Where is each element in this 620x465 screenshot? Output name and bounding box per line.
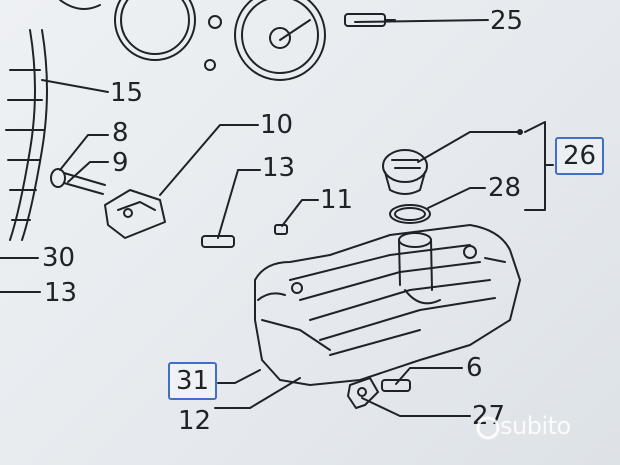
leader-8 xyxy=(59,134,109,171)
timing-chain xyxy=(5,29,48,241)
sprocket-top xyxy=(59,0,326,81)
leader-15 xyxy=(41,79,109,93)
callout-13-lower: 13 xyxy=(44,278,78,308)
callout-11: 11 xyxy=(320,185,354,215)
callout-8: 8 xyxy=(112,118,129,148)
bolt-8-9-shape xyxy=(50,168,106,195)
callout-30: 30 xyxy=(42,243,76,273)
watermark-text: subito xyxy=(500,412,571,440)
leader-13-upper xyxy=(217,169,261,239)
leader-11 xyxy=(281,199,319,227)
leader-12 xyxy=(214,377,301,409)
leader-26-top xyxy=(417,131,521,163)
filler-cap-26-shape xyxy=(382,149,428,195)
callout-13-upper: 13 xyxy=(262,153,296,183)
o-ring-28-shape xyxy=(389,204,431,224)
leader-26-dot xyxy=(517,129,523,135)
leader-25 xyxy=(354,19,489,23)
bracket-10-shape xyxy=(104,189,166,239)
bolt-6-shape xyxy=(381,379,411,392)
callout-10: 10 xyxy=(260,110,294,140)
leader-10 xyxy=(159,124,259,196)
callout-25: 25 xyxy=(490,6,524,36)
clamp-27-shape xyxy=(347,377,379,409)
bolt-25-shape xyxy=(344,13,396,27)
leader-31 xyxy=(217,369,261,384)
callout-6: 6 xyxy=(466,353,483,383)
leader-9 xyxy=(67,161,109,183)
leader-27 xyxy=(361,397,471,417)
callout-31: 31 xyxy=(168,362,218,400)
oil-tank-shape xyxy=(254,224,521,386)
callout-15: 15 xyxy=(110,78,144,108)
leader-6 xyxy=(395,367,463,385)
plug-11-shape xyxy=(274,224,288,235)
callout-9: 9 xyxy=(112,148,129,178)
callout-26: 26 xyxy=(555,137,605,175)
leader-28 xyxy=(427,187,486,209)
callout-12: 12 xyxy=(178,406,212,436)
callout-28: 28 xyxy=(488,173,522,203)
